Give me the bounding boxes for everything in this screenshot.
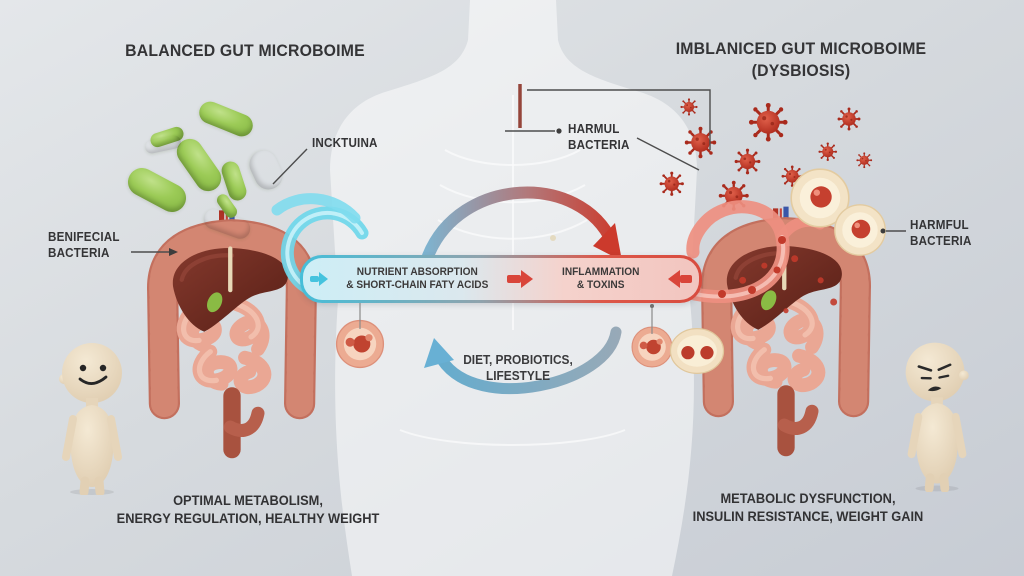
healthy-person-figure xyxy=(59,343,122,495)
left-title: BALANCED GUT MICROBOIME xyxy=(125,41,365,60)
red-arrow-left-icon xyxy=(668,270,692,288)
incktuina-label: INCKTUINA xyxy=(312,136,378,150)
red-arrow-right-icon xyxy=(506,270,533,288)
harmul-bacteria-label: HARMUL BACTERIA xyxy=(568,122,630,152)
toxin-dots xyxy=(739,255,838,314)
flow-band: NUTRIENT ABSORPTION & SHORT-CHAIN FATY A… xyxy=(300,255,702,303)
harmful-bacteria-label: HARMFUL BACTERIA xyxy=(910,218,972,248)
unhealthy-person-figure xyxy=(905,342,969,492)
right-title: IMBLANICED GUT MICROBOIME (DYSBIOSIS) xyxy=(665,38,937,82)
right-outcome-text: METABOLIC DYSFUNCTION, INSULIN RESISTANC… xyxy=(692,491,924,525)
right-subtitle: (DYSBIOSIS) xyxy=(751,61,851,81)
beneficial-bacteria-label: BENIFECIAL BACTERIA xyxy=(48,230,120,260)
cycle-label: DIET, PROBIOTICS, LIFESTYLE xyxy=(463,353,573,384)
dysbiosis-gut-illustration xyxy=(682,178,890,478)
cycle-arrow-bottom xyxy=(424,326,622,395)
cycle-arrow-top xyxy=(422,186,622,262)
left-outcome-text: OPTIMAL METABOLISM, ENERGY REGULATION, H… xyxy=(116,493,380,527)
band-left-text: NUTRIENT ABSORPTION & SHORT-CHAIN FATY A… xyxy=(346,266,489,291)
band-right-text: INFLAMMATION & TOXINS xyxy=(561,266,639,291)
blue-arrow-icon xyxy=(310,272,328,286)
